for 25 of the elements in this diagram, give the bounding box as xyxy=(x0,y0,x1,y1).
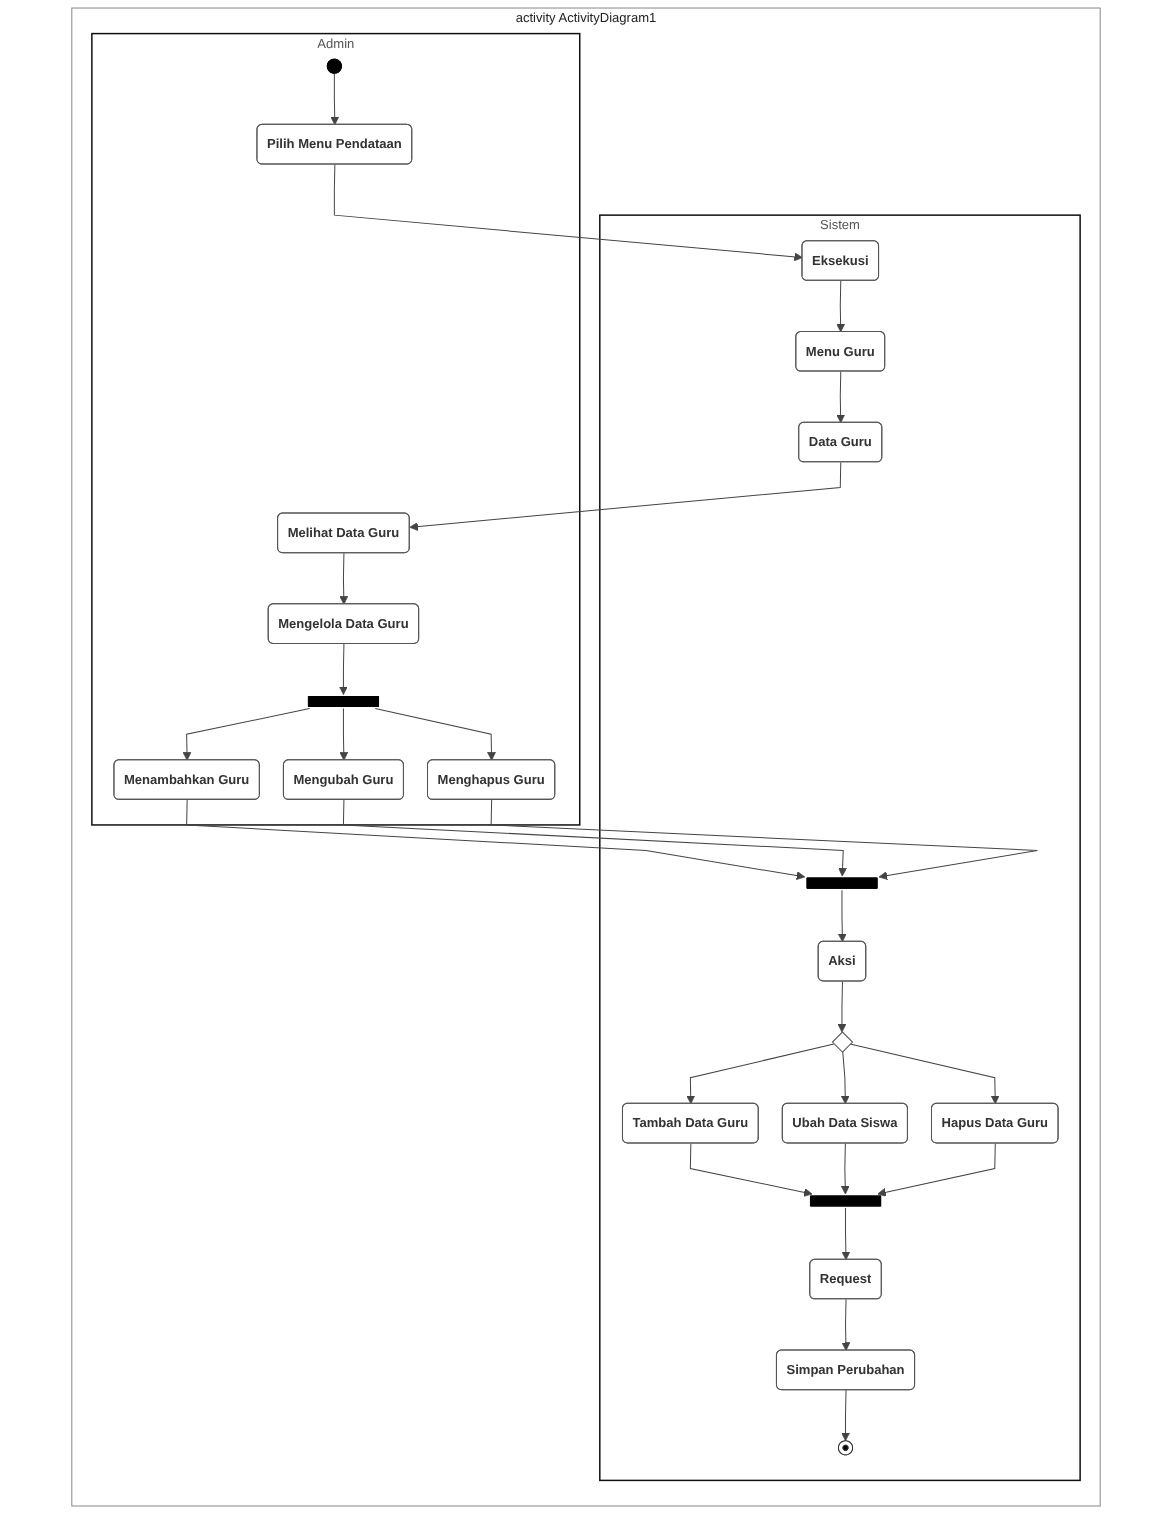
arrow xyxy=(836,371,846,424)
arrow xyxy=(840,1050,850,1105)
arrow xyxy=(840,1142,850,1195)
arrow xyxy=(849,1043,1000,1105)
arrow xyxy=(374,708,496,761)
arrow xyxy=(330,72,340,126)
arrow xyxy=(841,1298,851,1351)
arrow xyxy=(837,980,847,1033)
arrow xyxy=(186,799,806,880)
arrow xyxy=(339,552,349,605)
arrow xyxy=(339,708,349,761)
arrow xyxy=(342,799,847,877)
arrow xyxy=(686,1043,835,1105)
arrow xyxy=(409,461,842,531)
arrow xyxy=(837,889,847,943)
arrow xyxy=(841,1389,850,1442)
arrow xyxy=(339,643,348,695)
arrow xyxy=(877,1142,996,1197)
node-diamond xyxy=(831,1031,853,1053)
arrow xyxy=(841,1207,851,1261)
arrow xyxy=(182,708,311,761)
arrow xyxy=(836,280,846,333)
arrow xyxy=(333,164,803,262)
arrow xyxy=(490,799,1038,880)
arrow xyxy=(689,1142,813,1197)
